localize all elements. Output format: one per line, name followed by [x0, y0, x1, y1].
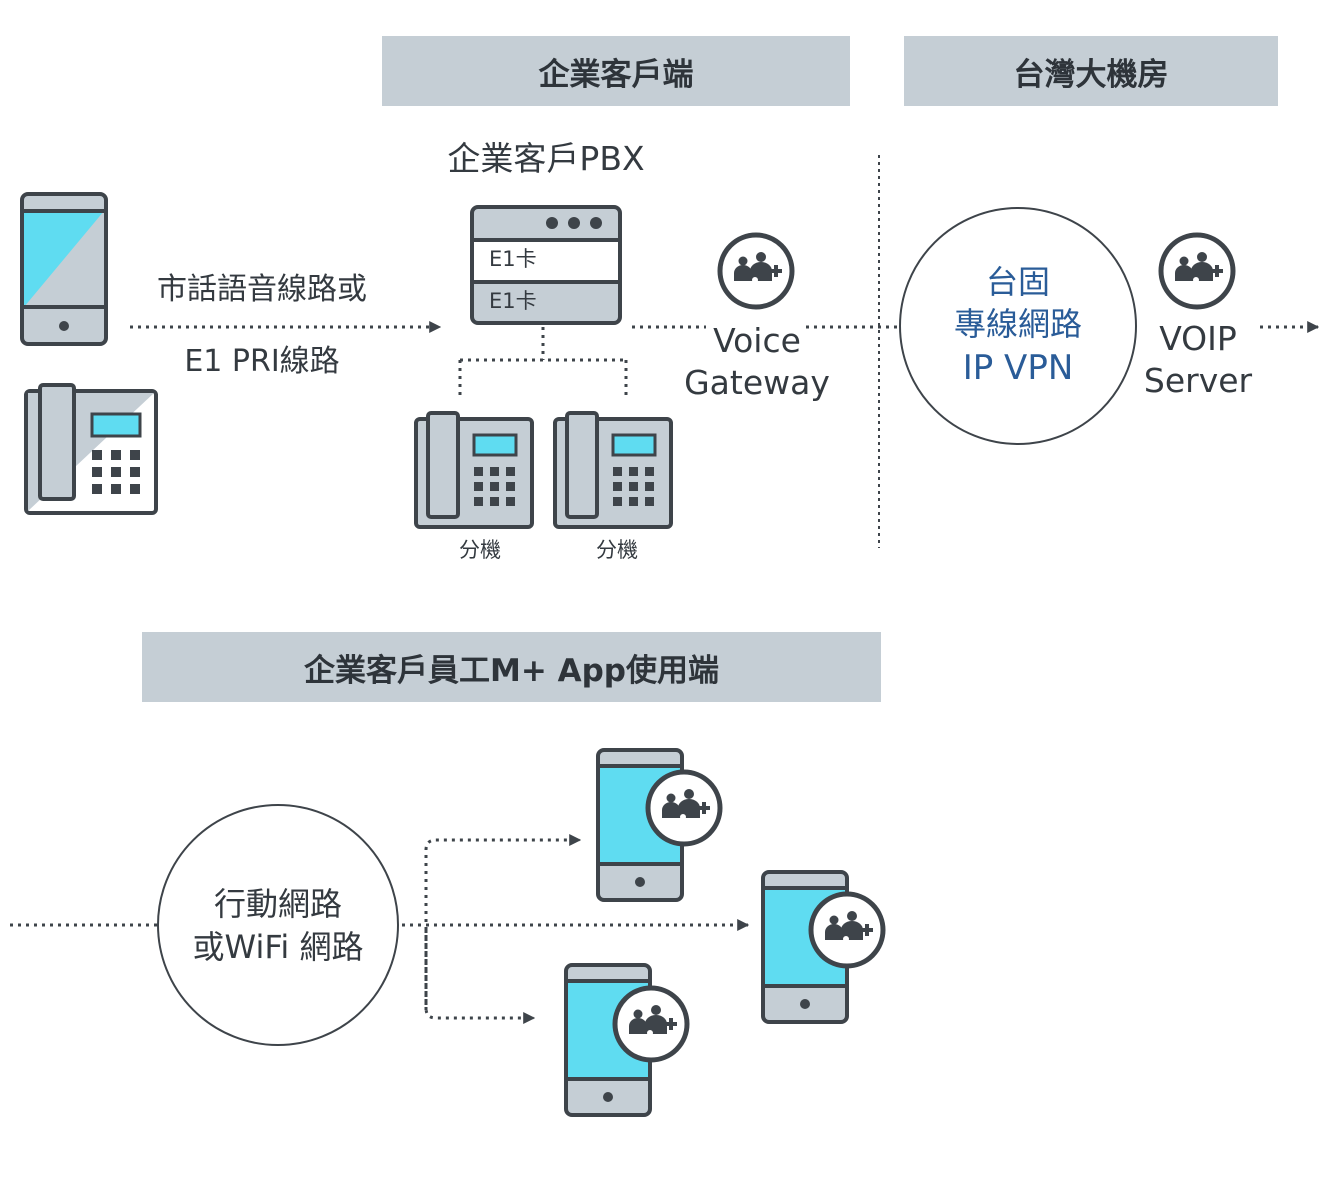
vpn-network-circle: [899, 207, 1137, 445]
vpn-label: 專線網路: [953, 305, 1082, 343]
pbx-card-label: E1卡: [489, 247, 537, 271]
connector-line: [424, 930, 536, 1024]
pbx-server-icon: [470, 205, 622, 325]
voip-server-label: VOIP: [1159, 319, 1237, 358]
voip-server-label: Server: [1143, 361, 1253, 400]
mplus-app-icon: [720, 235, 792, 307]
connector-line: [458, 327, 628, 400]
pbx-title: 企業客戶PBX: [447, 139, 645, 178]
header-enterprise: 企業客戶端: [382, 36, 850, 106]
mplus-app-icon: [811, 894, 883, 966]
extension-phone-icon: [553, 411, 673, 529]
header-datacenter: 台灣大機房: [904, 36, 1278, 106]
mobile-network-label: 行動網路: [213, 885, 342, 923]
connector-line: [424, 834, 582, 1010]
desk-phone-icon: [24, 383, 158, 515]
pbx-card-label: E1卡: [489, 289, 537, 313]
vpn-label: IP VPN: [962, 348, 1074, 388]
smartphone-icon: [20, 192, 108, 346]
extension-phone-icon: [414, 411, 534, 529]
extension-label: 分機: [596, 538, 638, 562]
mplus-app-icon: [648, 772, 720, 844]
voice-gateway-label: Voice: [713, 321, 801, 360]
extension-label: 分機: [459, 538, 501, 562]
line-label-bottom: E1 PRI線路: [184, 344, 340, 379]
mplus-app-icon: [1161, 235, 1233, 307]
line-label-top: 市話語音線路或: [157, 272, 367, 307]
mobile-network-label: 或WiFi 網路: [192, 928, 364, 966]
mplus-app-icon: [615, 988, 687, 1060]
voice-gateway-label: Gateway: [684, 363, 830, 402]
mobile-network-circle: [157, 804, 399, 1046]
vpn-label: 台固: [985, 263, 1050, 301]
header-app-users: 企業客戶員工M+ App使用端: [142, 632, 881, 702]
